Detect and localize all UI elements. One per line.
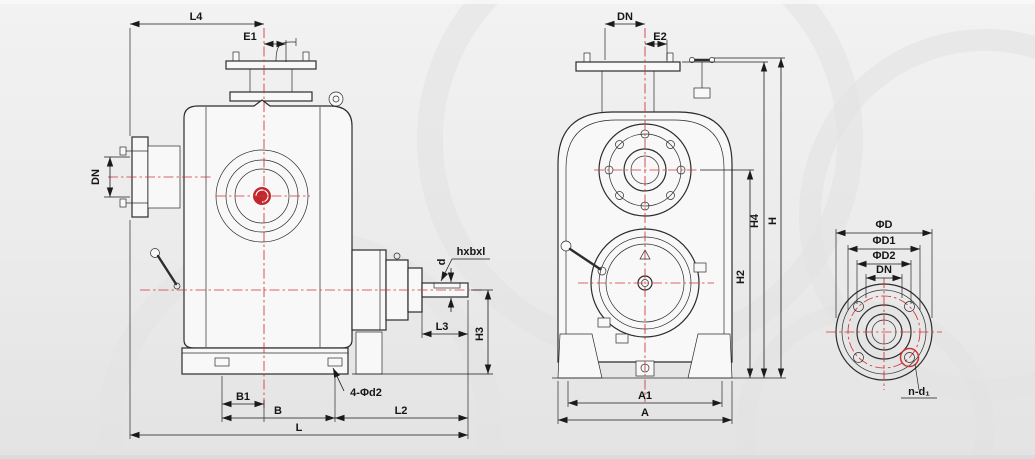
side-pump-body [183,91,353,349]
dim-a-label: A [641,407,649,419]
dim-h2-label: H2 [735,270,747,284]
dim-dn-front-label: DN [617,11,633,23]
side-discharge-flange [225,38,317,102]
dim-d-label: d [436,259,448,266]
keyway [433,282,461,289]
dim-phiD1-label: ΦD1 [872,235,895,247]
dim-l4-label: L4 [190,11,204,23]
bearing-foot [355,331,383,375]
dim-h3-label: H3 [474,327,486,341]
side-base [181,347,349,375]
front-view: DN E2 H2 H4 H A1 A [552,11,786,424]
dim-l3-label: L3 [436,321,449,333]
dim-phiD-label: ΦD [876,219,893,231]
priming-plug-handle [689,57,715,99]
flange-centerlines [826,278,942,390]
base-slot-right [327,357,343,367]
cover-handle-knob [560,240,572,252]
bolt-hole [853,301,864,312]
dim-l2-label: L2 [395,405,408,417]
flange-view: ΦD ΦD1 ΦD2 DN n-d₁ [826,219,942,399]
dim-b-label: B [274,405,282,417]
front-dimensions [557,20,785,424]
side-view: L4 E1 DN hxbxl d L3 H3 B1 B 4-Φd2 L2 L [90,11,493,439]
front-centerlines [578,28,714,402]
drain-handle [150,248,181,290]
cover-clamp [693,262,707,273]
cover-handle [568,247,602,271]
front-feet [552,333,786,379]
side-dimensions [104,20,493,439]
cover-clamp [597,317,611,328]
flange-dimensions [835,229,937,399]
front-discharge-flange [575,52,681,112]
dim-e1-label: E1 [243,31,256,43]
bolt-hole [853,352,864,363]
bolt-hole-highlight [899,347,920,368]
dim-e2-label: E2 [653,31,666,43]
base-slot-left [214,357,230,367]
dim-dn-side-label: DN [90,169,102,185]
dim-dn-flange-label: DN [876,264,892,276]
dim-key-label: hxbxl [457,246,486,258]
dim-l-label: L [296,422,303,434]
dim-h4-label: H4 [749,213,761,228]
cover-clamp [615,333,629,344]
dim-a1-label: A1 [638,390,652,402]
bolt-hole [904,352,915,363]
dim-phiD2-label: ΦD2 [872,250,895,262]
dim-phid2-label: 4-Φd2 [350,387,382,399]
lifting-eye [328,91,344,107]
bolt-hole [904,301,915,312]
grease-nipple [393,252,401,260]
dim-nd1-label: n-d₁ [908,386,930,398]
dim-h-label: H [767,217,779,225]
side-centerlines [108,28,482,410]
dim-b1-label: B1 [236,391,250,403]
